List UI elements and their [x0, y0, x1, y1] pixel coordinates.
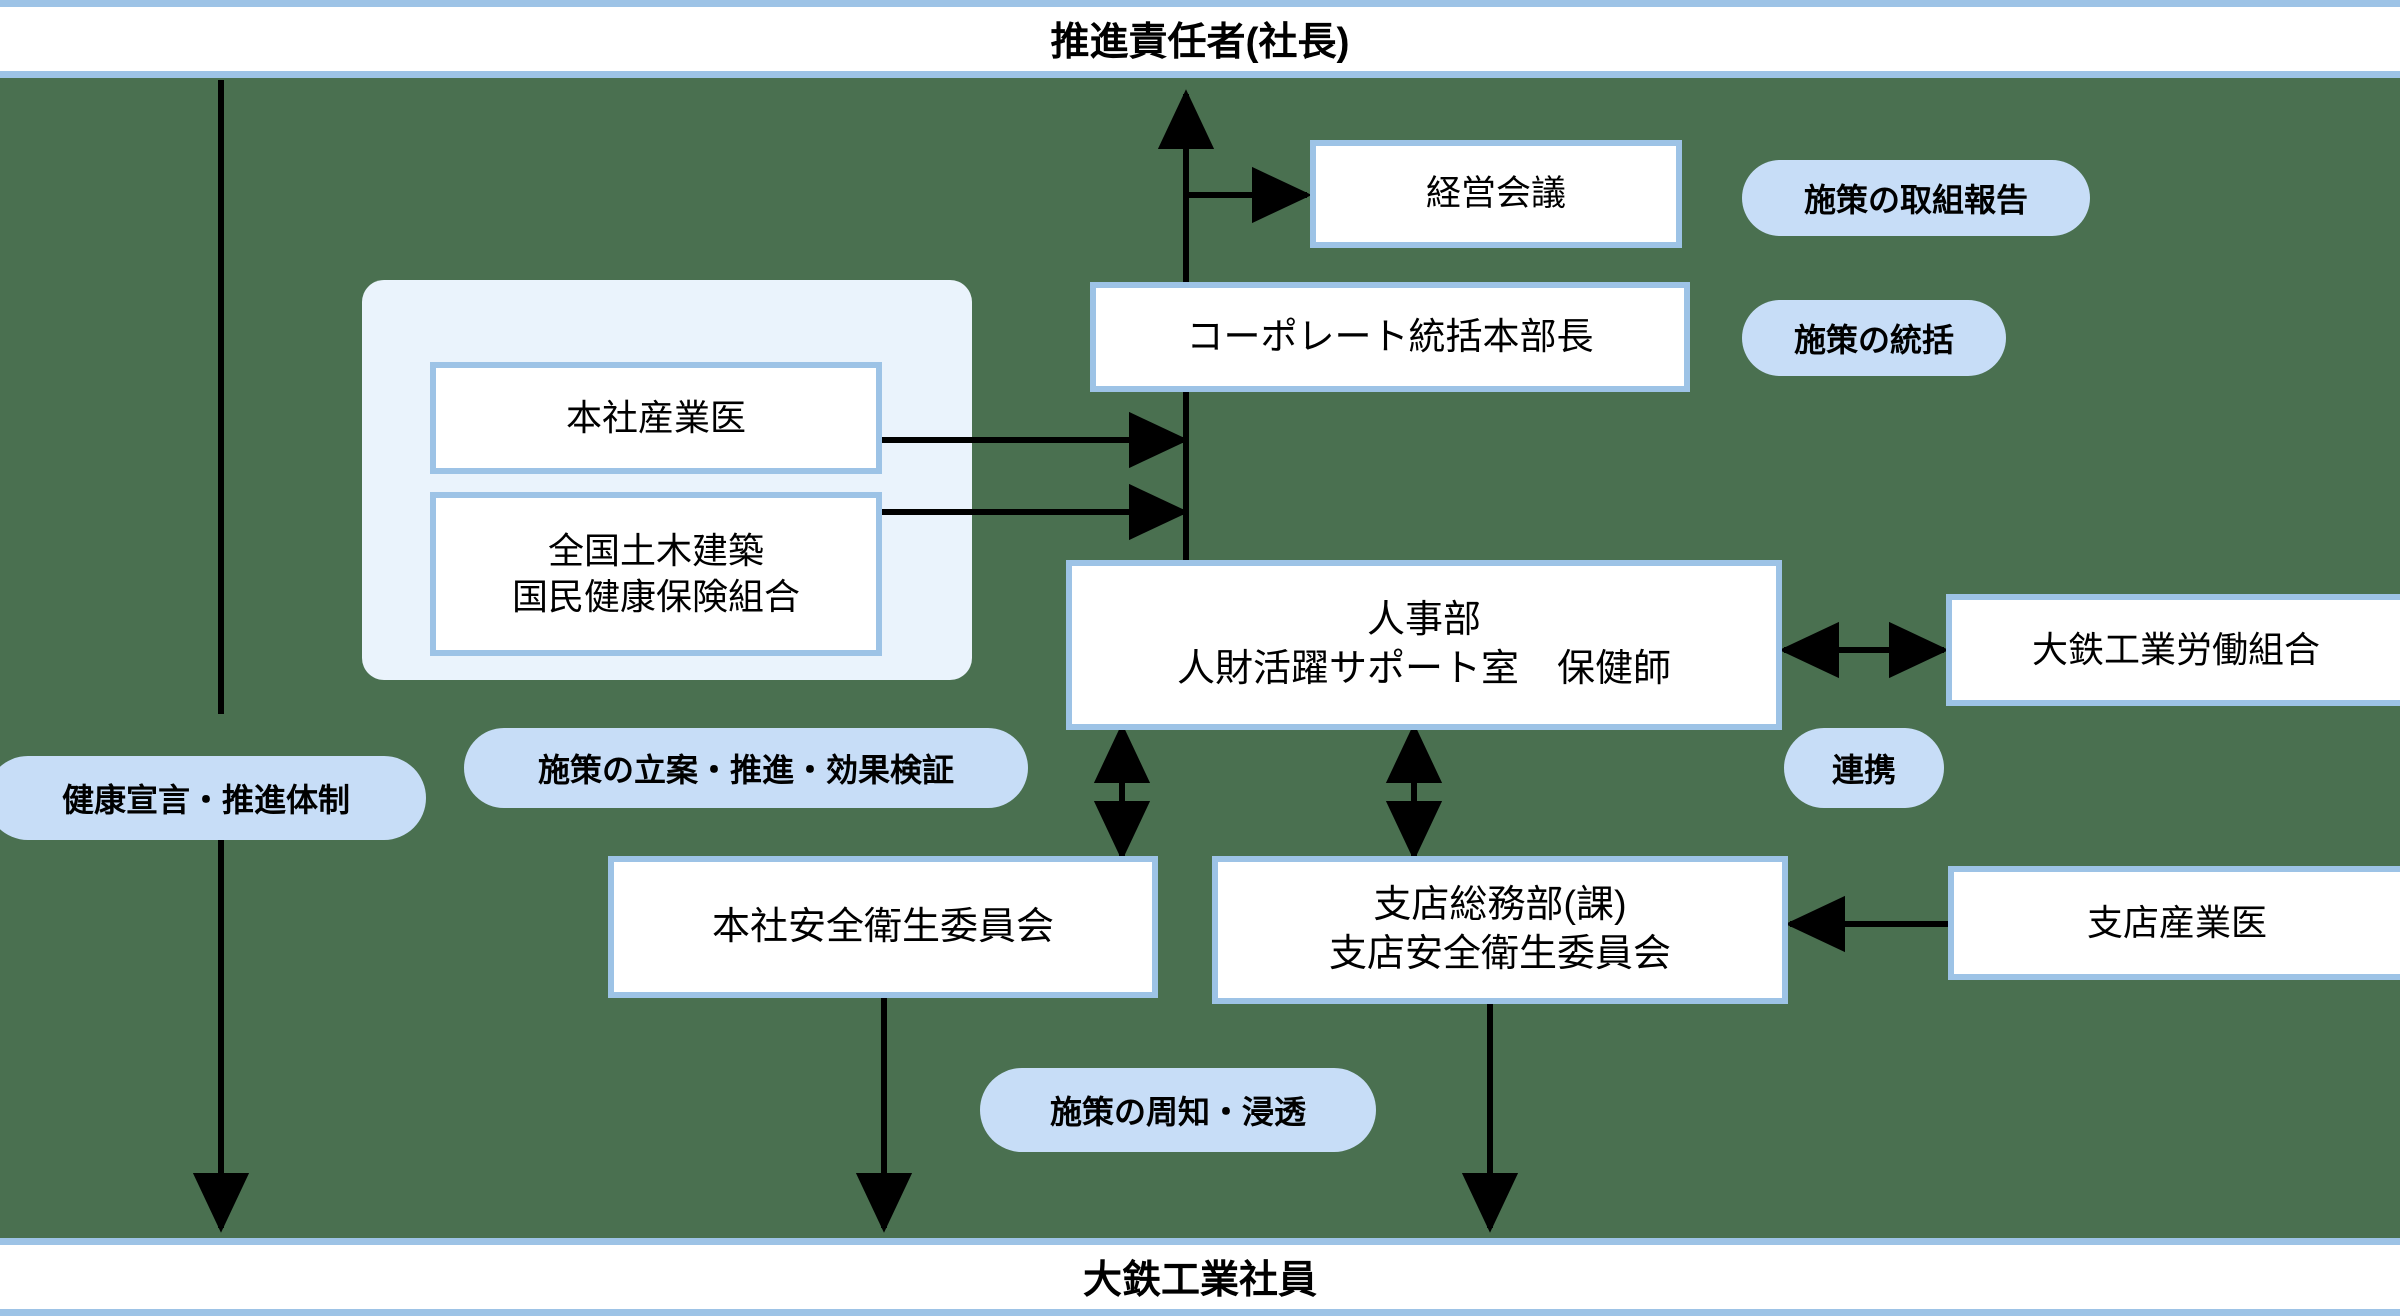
badge-report-label: 施策の取組報告 [1803, 182, 2028, 218]
badge-coordination-label: 連携 [1831, 752, 1896, 788]
node-hq-occupational-doctor-label: 本社産業医 [565, 396, 746, 438]
badge-report: 施策の取組報告 [1742, 160, 2090, 236]
node-management-meeting[interactable]: 経営会議 [1310, 140, 1682, 248]
president-banner: 推進責任者(社長) [0, 0, 2400, 78]
node-hq-occupational-doctor[interactable]: 本社産業医 [430, 362, 882, 474]
president-label: 推進責任者(社長) [1050, 21, 1350, 64]
badge-supervision-label: 施策の統括 [1793, 322, 1954, 358]
node-corporate-hq-chief[interactable]: コーポレート統括本部長 [1090, 282, 1690, 392]
badge-declaration-label: 健康宣言・推進体制 [61, 782, 350, 818]
node-branch-occupational-doctor[interactable]: 支店産業医 [1948, 866, 2400, 980]
node-hq-safety-committee-label: 本社安全衛生委員会 [711, 905, 1054, 948]
employees-label: 大鉄工業社員 [1082, 1259, 1317, 1302]
node-branch-general-affairs[interactable]: 支店総務部(課) 支店安全衛生委員会 [1212, 856, 1788, 1004]
badge-planning-label: 施策の立案・推進・効果検証 [537, 752, 954, 788]
node-labor-union-label: 大鉄工業労働組合 [2031, 628, 2320, 670]
badge-dissemination-label: 施策の周知・浸透 [1049, 1094, 1306, 1130]
node-labor-union[interactable]: 大鉄工業労働組合 [1946, 594, 2400, 706]
node-hr-department[interactable]: 人事部 人財活躍サポート室 保健師 [1066, 560, 1782, 730]
node-management-meeting-label: 経営会議 [1425, 173, 1566, 213]
node-branch-occupational-doctor-label: 支店産業医 [2086, 901, 2267, 943]
node-hr-department-label: 人事部 人財活躍サポート室 保健師 [1176, 599, 1671, 690]
badge-declaration: 健康宣言・推進体制 [0, 756, 426, 840]
badge-coordination: 連携 [1784, 728, 1944, 808]
badge-planning: 施策の立案・推進・効果検証 [464, 728, 1028, 808]
node-corporate-hq-chief-label: コーポレート統括本部長 [1186, 316, 1594, 358]
node-hq-safety-committee[interactable]: 本社安全衛生委員会 [608, 856, 1158, 998]
node-health-insurance-union[interactable]: 全国土木建築 国民健康保険組合 [430, 492, 882, 656]
node-branch-general-affairs-label: 支店総務部(課) 支店安全衛生委員会 [1328, 884, 1671, 975]
node-health-insurance-union-label: 全国土木建築 国民健康保険組合 [511, 529, 800, 617]
employees-banner: 大鉄工業社員 [0, 1238, 2400, 1316]
badge-dissemination: 施策の周知・浸透 [980, 1068, 1376, 1152]
badge-supervision: 施策の統括 [1742, 300, 2006, 376]
